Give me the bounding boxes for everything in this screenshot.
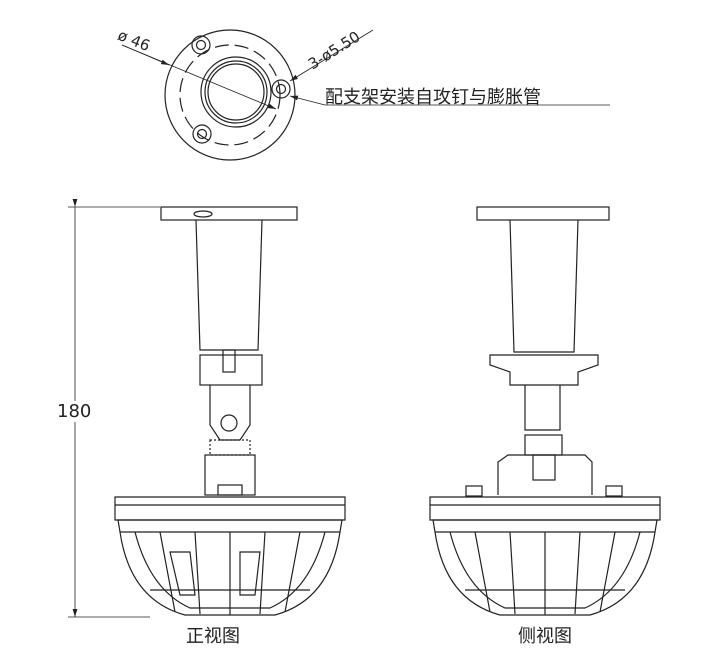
side-view-lamp [429,206,661,616]
front-view-lamp [114,206,346,616]
side-view-caption: 侧视图 [518,626,572,647]
top-view-flange [121,29,610,161]
installation-note: 配支架安装自攻钉与膨胀管 [325,87,541,108]
height-label: 180 [57,401,92,422]
front-view-caption: 正视图 [186,626,240,647]
